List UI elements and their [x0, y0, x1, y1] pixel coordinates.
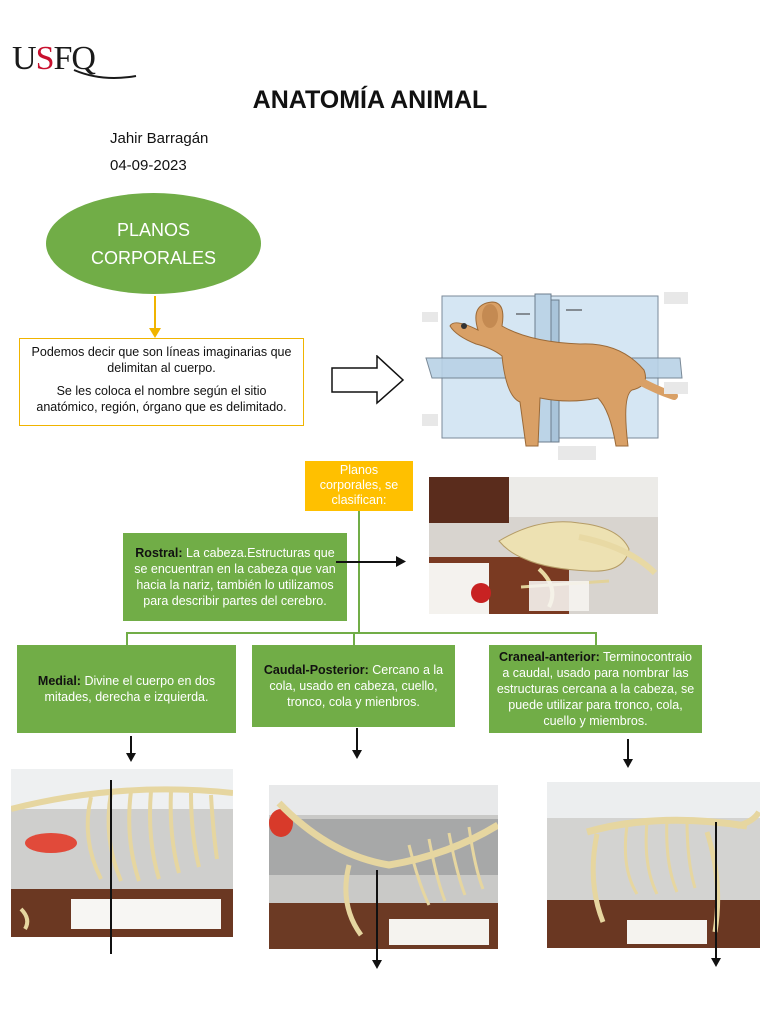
craneal-plane-line — [715, 822, 717, 960]
craneal-box: Craneal-anterior: Terminocontraio a caud… — [489, 645, 702, 733]
craneal-down-arrowhead — [623, 759, 633, 768]
medial-down-arrowhead — [126, 753, 136, 762]
oval-line-2: CORPORALES — [90, 247, 217, 268]
classification-header: Planos corporales, se clasifican: — [305, 461, 413, 511]
definition-paragraph-2: Se les coloca el nombre según el sitio a… — [36, 384, 287, 414]
caudal-skeleton-photo — [269, 785, 498, 949]
rostral-text: La cabeza.Estructuras que se encuentran … — [134, 546, 336, 608]
definition-box: Podemos decir que son líneas imaginarias… — [19, 338, 304, 426]
tree-trunk-line — [358, 511, 360, 633]
craneal-plane-arrowhead — [711, 958, 721, 967]
caudal-down-arrowhead — [352, 750, 362, 759]
rostral-arrowhead — [396, 556, 406, 567]
craneal-text: Terminocontraio a caudal, usado para nom… — [496, 650, 695, 728]
definition-paragraph-1: Podemos decir que son líneas imaginarias… — [31, 345, 292, 375]
craneal-down-arrow-line — [627, 739, 629, 760]
medial-down-arrow-line — [130, 736, 132, 755]
caudal-box: Caudal-Posterior: Cercano a la cola, usa… — [252, 645, 455, 727]
medial-plane-line — [110, 780, 112, 954]
oval-connector — [154, 296, 156, 332]
page-title: ANATOMÍA ANIMAL — [252, 86, 488, 114]
dog-body-planes-diagram — [420, 286, 690, 462]
caudal-term: Caudal-Posterior: — [263, 663, 369, 677]
medial-text: Divine el cuerpo en dos mitades, derecha… — [44, 674, 216, 704]
oval-line-1: PLANOS — [116, 219, 190, 240]
rostral-arrow-line — [336, 561, 398, 563]
branch-medial — [126, 632, 128, 646]
skull-skeleton-photo — [429, 477, 658, 614]
connector-arrowhead — [149, 328, 161, 338]
document-date: 04-09-2023 — [110, 157, 187, 174]
caudal-down-arrow-line — [356, 728, 358, 751]
medial-term: Medial: — [37, 674, 81, 688]
rostral-term: Rostral: — [135, 546, 183, 560]
usfq-logo: USFQ — [12, 38, 137, 80]
caudal-plane-arrowhead — [372, 960, 382, 969]
rostral-box: Rostral: La cabeza.Estructuras que se en… — [123, 533, 347, 621]
right-arrow-icon — [331, 355, 405, 405]
caudal-plane-line — [376, 870, 378, 962]
caudal-text: Cercano a la cola, usado en cabeza, cuel… — [269, 663, 444, 709]
craneal-term: Craneal-anterior: — [499, 650, 600, 664]
branch-caudal — [353, 632, 355, 646]
medial-box: Medial: Divine el cuerpo en dos mitades,… — [17, 645, 236, 733]
branch-craneal — [595, 632, 597, 646]
craneal-skeleton-photo — [547, 782, 760, 948]
author-name: Jahir Barragán — [110, 130, 209, 147]
concept-oval: PLANOS CORPORALES — [46, 193, 261, 294]
logo-swoosh — [73, 69, 137, 79]
tree-branch-line — [126, 632, 597, 634]
medial-skeleton-photo — [11, 769, 233, 937]
